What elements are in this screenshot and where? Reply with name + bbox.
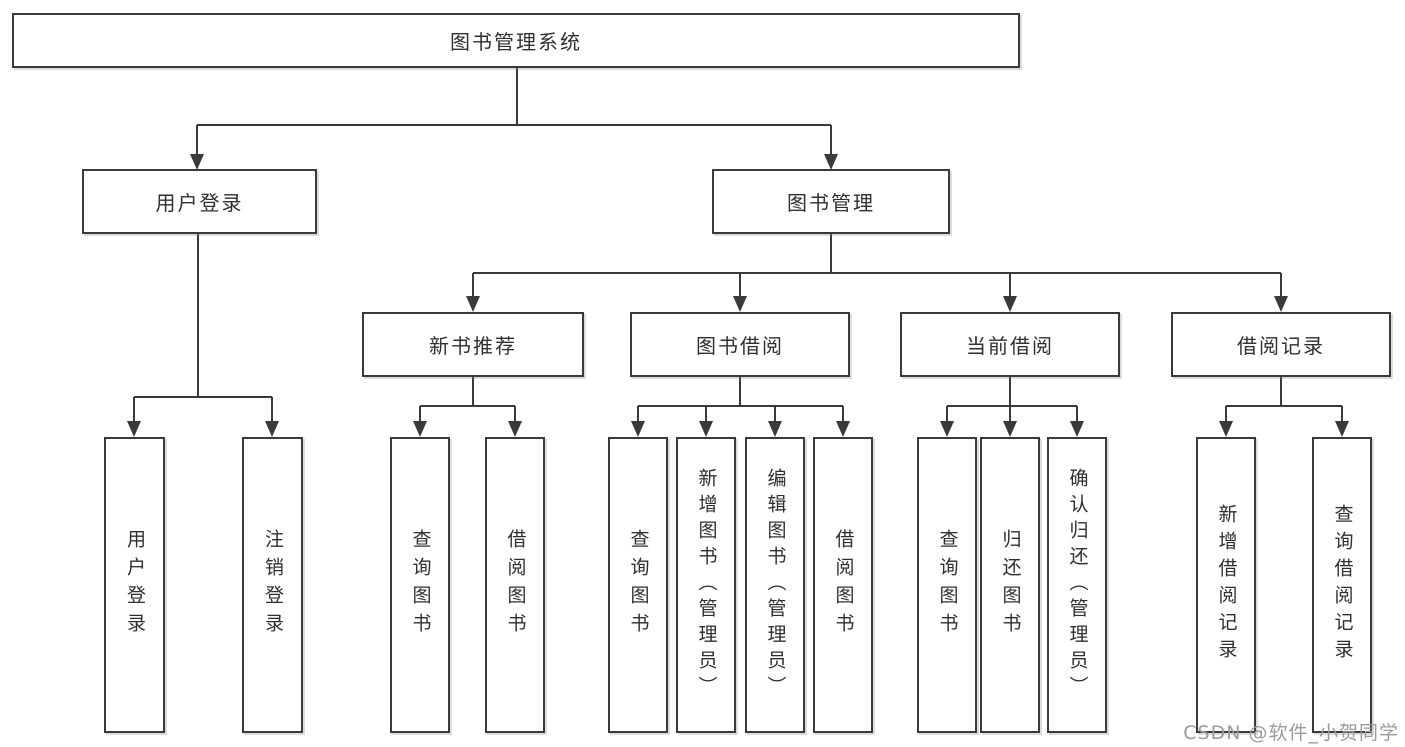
node-user-login: 用户登录	[82, 169, 317, 234]
node-leaf-borrow-books-recommend: 借阅图书	[485, 437, 545, 733]
node-leaf-confirm-return-admin: 确认归还（管理员）	[1047, 437, 1107, 733]
node-book-management: 图书管理	[712, 169, 950, 234]
node-label: 借阅图书	[504, 529, 527, 641]
connector-user-login-to-leaves	[127, 234, 279, 437]
node-label: 用户登录	[124, 529, 146, 641]
node-label: 查询图书	[936, 529, 959, 641]
node-leaf-edit-books-admin: 编辑图书（管理员）	[745, 437, 805, 733]
node-label: 用户登录	[155, 191, 244, 215]
node-leaf-borrow-books: 借阅图书	[813, 437, 873, 733]
node-label: 借阅图书	[832, 529, 855, 641]
node-leaf-logout: 注销登录	[242, 437, 303, 733]
node-label: 注销登录	[262, 529, 284, 641]
node-leaf-query-books-current: 查询图书	[917, 437, 977, 733]
connector-new-book-recommendation-to-leaves	[413, 377, 522, 437]
node-label: 图书管理	[787, 191, 875, 215]
node-label: 新书推荐	[429, 334, 517, 358]
node-label: 查询图书	[627, 529, 650, 641]
node-book-borrowing: 图书借阅	[630, 312, 850, 377]
connector-current-borrowing-to-leaves	[940, 377, 1084, 437]
node-leaf-user-login: 用户登录	[104, 437, 165, 733]
node-label: 借阅记录	[1237, 334, 1325, 358]
node-new-book-recommendation: 新书推荐	[362, 312, 584, 377]
connector-root-to-level2	[190, 68, 838, 170]
node-label: 查询图书	[409, 529, 432, 641]
csdn-watermark: CSDN @软件_小贺同学	[1183, 722, 1399, 744]
node-label: 查询借阅记录	[1331, 504, 1354, 666]
node-label: 编辑图书（管理员）	[764, 468, 787, 702]
node-label: 图书管理系统	[450, 30, 582, 54]
node-leaf-query-books-recommend: 查询图书	[390, 437, 450, 733]
node-leaf-query-borrow-record: 查询借阅记录	[1312, 437, 1372, 733]
node-leaf-add-books-admin: 新增图书（管理员）	[676, 437, 736, 733]
node-label: 图书借阅	[696, 334, 784, 358]
node-current-borrowing: 当前借阅	[900, 312, 1120, 377]
node-label: 确认归还（管理员）	[1066, 468, 1089, 702]
node-leaf-add-borrow-record: 新增借阅记录	[1196, 437, 1256, 733]
node-leaf-return-books: 归还图书	[980, 437, 1040, 733]
connector-book-borrowing-to-leaves	[631, 377, 850, 437]
node-label: 当前借阅	[966, 334, 1054, 358]
connector-borrowing-records-to-leaves	[1219, 377, 1349, 437]
node-label: 新增图书（管理员）	[695, 468, 718, 702]
connector-book-management-to-level3	[466, 234, 1288, 312]
node-label: 归还图书	[999, 529, 1022, 641]
node-label: 新增借阅记录	[1215, 504, 1238, 666]
node-leaf-query-books-borrow: 查询图书	[608, 437, 668, 733]
node-library-management-system: 图书管理系统	[12, 13, 1020, 68]
node-borrowing-records: 借阅记录	[1171, 312, 1391, 377]
